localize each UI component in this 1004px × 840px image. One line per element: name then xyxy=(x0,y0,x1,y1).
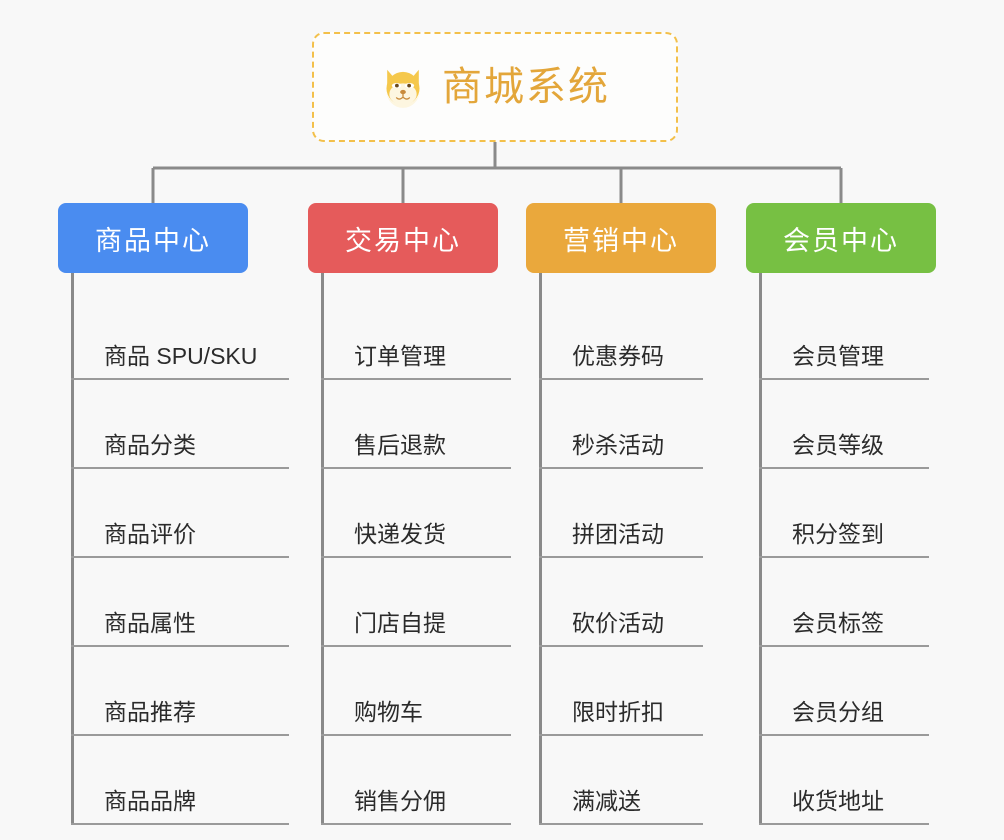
leaf-item-rule xyxy=(321,556,511,558)
leaf-item-label: 购物车 xyxy=(354,698,423,725)
leaf-item-rule xyxy=(759,467,929,469)
leaf-item-rule xyxy=(321,823,511,825)
leaf-item-label: 商品分类 xyxy=(104,431,196,458)
leaf-item[interactable]: 商品 SPU/SKU xyxy=(71,291,289,380)
leaf-item[interactable]: 销售分佣 xyxy=(321,736,511,825)
leaf-item[interactable]: 会员等级 xyxy=(759,380,936,469)
leaf-item-rule xyxy=(321,467,511,469)
branch-column-4: 会员中心 会员管理会员等级积分签到会员标签会员分组收货地址 xyxy=(746,203,936,825)
leaf-item-label: 会员管理 xyxy=(792,342,884,369)
branch-items-2: 订单管理售后退款快递发货门店自提购物车销售分佣 xyxy=(321,273,511,825)
leaf-item-label: 商品 SPU/SKU xyxy=(104,342,258,369)
leaf-item-rule xyxy=(759,556,929,558)
leaf-item-label: 会员分组 xyxy=(792,698,884,725)
leaf-item-rule xyxy=(71,823,289,825)
leaf-item[interactable]: 快递发货 xyxy=(321,469,511,558)
branch-header-label: 商品中心 xyxy=(95,225,211,256)
leaf-item-label: 商品属性 xyxy=(104,609,196,636)
leaf-item-label: 优惠券码 xyxy=(572,342,664,369)
branch-header-4[interactable]: 会员中心 xyxy=(746,203,936,273)
leaf-item[interactable]: 积分签到 xyxy=(759,469,936,558)
leaf-item-label: 订单管理 xyxy=(354,342,446,369)
leaf-item-label: 秒杀活动 xyxy=(572,431,664,458)
leaf-item-label: 快递发货 xyxy=(354,520,446,547)
leaf-item[interactable]: 商品分类 xyxy=(71,380,289,469)
leaf-item[interactable]: 会员标签 xyxy=(759,558,936,647)
leaf-item-rule xyxy=(539,378,703,380)
connector-path xyxy=(151,142,843,203)
leaf-item[interactable]: 收货地址 xyxy=(759,736,936,825)
leaf-item-rule xyxy=(539,734,703,736)
leaf-item-rule xyxy=(539,645,703,647)
root-title: 商城系统 xyxy=(442,65,610,109)
branch-header-3[interactable]: 营销中心 xyxy=(526,203,716,273)
leaf-item[interactable]: 会员管理 xyxy=(759,291,936,380)
branch-header-label: 交易中心 xyxy=(345,225,461,256)
leaf-item[interactable]: 商品推荐 xyxy=(71,647,289,736)
leaf-item-label: 拼团活动 xyxy=(572,520,664,547)
leaf-item-rule xyxy=(321,645,511,647)
leaf-item[interactable]: 拼团活动 xyxy=(539,469,716,558)
dog-face-icon xyxy=(380,64,426,110)
leaf-item[interactable]: 优惠券码 xyxy=(539,291,716,380)
leaf-item-label: 会员等级 xyxy=(792,431,884,458)
leaf-item[interactable]: 售后退款 xyxy=(321,380,511,469)
leaf-item[interactable]: 购物车 xyxy=(321,647,511,736)
branch-column-1: 商品中心 商品 SPU/SKU 商品分类商品评价商品属性商品推荐商品品牌 xyxy=(58,203,289,825)
leaf-item-label: 收货地址 xyxy=(792,787,884,814)
leaf-item-rule xyxy=(539,556,703,558)
leaf-item-label: 销售分佣 xyxy=(354,787,446,814)
leaf-item-rule xyxy=(71,645,289,647)
leaf-item-label: 满减送 xyxy=(572,787,641,814)
branch-column-3: 营销中心 优惠券码秒杀活动拼团活动砍价活动限时折扣满减送 xyxy=(526,203,716,825)
leaf-item-rule xyxy=(539,823,703,825)
branch-header-1[interactable]: 商品中心 xyxy=(58,203,248,273)
leaf-item-rule xyxy=(321,734,511,736)
leaf-item-rule xyxy=(71,734,289,736)
branch-items-4: 会员管理会员等级积分签到会员标签会员分组收货地址 xyxy=(759,273,936,825)
leaf-item-rule xyxy=(759,823,929,825)
branch-column-2: 交易中心 订单管理售后退款快递发货门店自提购物车销售分佣 xyxy=(308,203,511,825)
leaf-item-label: 商品品牌 xyxy=(104,787,196,814)
leaf-item[interactable]: 满减送 xyxy=(539,736,716,825)
leaf-item-label: 商品评价 xyxy=(104,520,196,547)
leaf-item-rule xyxy=(321,378,511,380)
leaf-item-rule xyxy=(759,734,929,736)
branch-items-3: 优惠券码秒杀活动拼团活动砍价活动限时折扣满减送 xyxy=(539,273,716,825)
branch-header-2[interactable]: 交易中心 xyxy=(308,203,498,273)
leaf-item[interactable]: 限时折扣 xyxy=(539,647,716,736)
leaf-item-label: 砍价活动 xyxy=(572,609,664,636)
leaf-item[interactable]: 订单管理 xyxy=(321,291,511,380)
leaf-item-label: 限时折扣 xyxy=(572,698,664,725)
leaf-item-rule xyxy=(539,467,703,469)
leaf-item[interactable]: 会员分组 xyxy=(759,647,936,736)
root-node[interactable]: 商城系统 xyxy=(312,32,678,142)
leaf-item-label: 门店自提 xyxy=(354,609,446,636)
leaf-item[interactable]: 商品属性 xyxy=(71,558,289,647)
leaf-item[interactable]: 砍价活动 xyxy=(539,558,716,647)
leaf-item[interactable]: 商品品牌 xyxy=(71,736,289,825)
branch-header-label: 会员中心 xyxy=(783,225,899,256)
leaf-item-rule xyxy=(759,645,929,647)
leaf-item-rule xyxy=(71,467,289,469)
leaf-item-rule xyxy=(71,556,289,558)
leaf-item-rule xyxy=(759,378,929,380)
leaf-item[interactable]: 商品评价 xyxy=(71,469,289,558)
leaf-item-label: 积分签到 xyxy=(792,520,884,547)
leaf-item-label: 会员标签 xyxy=(792,609,884,636)
leaf-item[interactable]: 秒杀活动 xyxy=(539,380,716,469)
leaf-item[interactable]: 门店自提 xyxy=(321,558,511,647)
branch-header-label: 营销中心 xyxy=(563,225,679,256)
leaf-item-label: 售后退款 xyxy=(354,431,446,458)
leaf-item-rule xyxy=(71,378,289,380)
branch-items-1: 商品 SPU/SKU 商品分类商品评价商品属性商品推荐商品品牌 xyxy=(71,273,289,825)
leaf-item-label: 商品推荐 xyxy=(104,698,196,725)
